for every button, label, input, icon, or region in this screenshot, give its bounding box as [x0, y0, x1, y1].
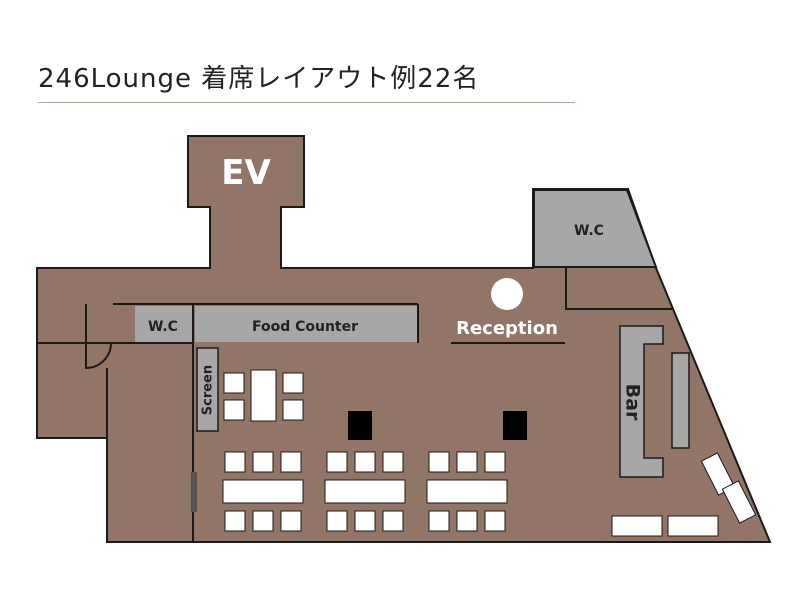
- chair: [326, 451, 348, 473]
- chair: [326, 510, 348, 532]
- screen-panel: [196, 347, 219, 432]
- page-title: 246Lounge 着席レイアウト例22名: [38, 64, 480, 94]
- food-counter: [195, 306, 417, 342]
- screen-mount: [191, 472, 197, 512]
- chair: [280, 510, 302, 532]
- table-row-right: [426, 451, 508, 532]
- chair: [484, 510, 506, 532]
- reception-round-table: [491, 278, 523, 310]
- chair: [282, 399, 304, 421]
- sofa: [721, 480, 757, 524]
- dining-table: [222, 479, 304, 504]
- chair: [456, 451, 478, 473]
- chair: [428, 510, 450, 532]
- bar-counter: [619, 325, 664, 478]
- chair: [354, 510, 376, 532]
- interior-walls: [37, 207, 672, 542]
- chair: [223, 372, 245, 394]
- chair: [252, 510, 274, 532]
- chair: [224, 510, 246, 532]
- restroom-top-label: W.C: [574, 223, 604, 239]
- chair: [280, 451, 302, 473]
- sofa-group: [611, 452, 757, 537]
- dining-table: [250, 369, 277, 422]
- table-row-left: [222, 451, 304, 532]
- chair: [428, 451, 450, 473]
- elevator-label: EV: [221, 153, 271, 193]
- bar-label: Bar: [622, 384, 644, 421]
- food-counter-label: Food Counter: [252, 319, 358, 335]
- chair: [224, 451, 246, 473]
- pillar: [503, 411, 527, 440]
- chair: [354, 451, 376, 473]
- chair: [382, 510, 404, 532]
- restroom-top: [533, 189, 658, 268]
- chair: [282, 372, 304, 394]
- chair: [456, 510, 478, 532]
- reception-label: Reception: [456, 318, 558, 339]
- restroom-left-label: W.C: [148, 319, 178, 335]
- pillar: [348, 411, 372, 440]
- table-row-middle: [324, 451, 406, 532]
- restroom-left: [135, 306, 192, 342]
- chair: [382, 451, 404, 473]
- screen-label: Screen: [201, 365, 216, 415]
- dining-table: [324, 479, 406, 504]
- chair: [223, 399, 245, 421]
- dining-table: [426, 479, 508, 504]
- table-group-screen: [223, 369, 304, 422]
- title-underline: [38, 102, 575, 103]
- back-bar-shelf: [671, 352, 690, 449]
- chair: [484, 451, 506, 473]
- sofa: [667, 515, 719, 537]
- sofa: [611, 515, 663, 537]
- chair: [252, 451, 274, 473]
